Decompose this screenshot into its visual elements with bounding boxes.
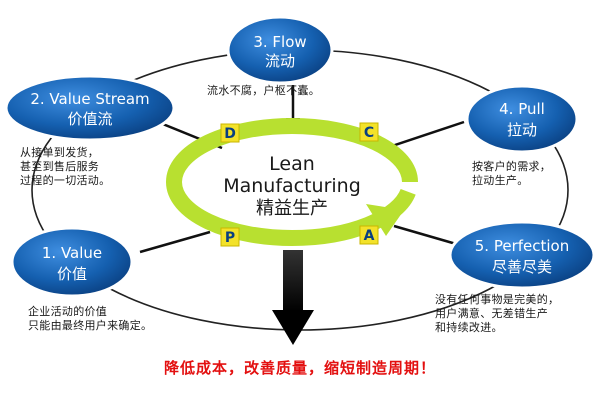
- svg-text:价值流: 价值流: [67, 110, 112, 128]
- perfection-desc-line: 和持续改进。: [435, 321, 503, 334]
- svg-text:2. Value Stream: 2. Value Stream: [30, 90, 149, 108]
- pdca-cycle-arrow: [166, 118, 418, 246]
- node-value: 1. Value 价值: [10, 226, 134, 298]
- connector-value: [139, 230, 211, 254]
- svg-text:D: D: [224, 126, 236, 142]
- pdca-a: A: [359, 225, 379, 245]
- svg-text:1. Value: 1. Value: [42, 244, 102, 262]
- node-pull: 4. Pull 拉动: [465, 84, 579, 154]
- value-stream-desc-line: 甚至到售后服务: [20, 160, 100, 173]
- svg-text:P: P: [225, 230, 235, 246]
- value-description: 企业活动的价值 只能由最终用户来确定。: [28, 305, 152, 333]
- value-desc-line: 只能由最终用户来确定。: [28, 319, 153, 332]
- pdca-d: D: [220, 123, 240, 143]
- bottom-slogan: 降低成本，改善质量，缩短制造周期！: [163, 359, 436, 377]
- svg-text:5. Perfection: 5. Perfection: [475, 237, 569, 255]
- node-perfection: 5. Perfection 尽善尽美: [448, 220, 596, 290]
- pull-desc-line: 按客户的需求，: [472, 160, 552, 173]
- pdca-arrow-head: [366, 204, 404, 236]
- value-stream-desc-line: 从接单到发货，: [20, 146, 100, 159]
- pull-desc-line: 拉动生产。: [472, 174, 529, 187]
- node-value-stream: 2. Value Stream 价值流: [4, 74, 176, 142]
- perfection-description: 没有任何事物是完美的， 用户满意、无差错生产 和持续改进。: [435, 293, 559, 335]
- svg-text:价值: 价值: [57, 265, 87, 283]
- flow-desc-line: 流水不腐，户枢不蠹。: [207, 84, 320, 97]
- flow-description: 流水不腐，户枢不蠹。: [207, 84, 320, 98]
- svg-text:尽善尽美: 尽善尽美: [492, 258, 552, 276]
- pull-description: 按客户的需求， 拉动生产。: [472, 160, 551, 188]
- svg-text:拉动: 拉动: [507, 121, 537, 139]
- perfection-desc-line: 没有任何事物是完美的，: [435, 293, 560, 306]
- result-arrow-shaft: [283, 250, 303, 312]
- svg-text:C: C: [364, 125, 374, 141]
- center-title-line2: Manufacturing: [223, 175, 361, 197]
- result-arrow-head: [272, 310, 314, 345]
- value-stream-desc-line: 过程的一切活动。: [20, 174, 111, 187]
- svg-text:4. Pull: 4. Pull: [499, 100, 545, 118]
- svg-text:A: A: [364, 228, 375, 244]
- pdca-p: P: [220, 227, 240, 247]
- node-flow: 3. Flow 流动: [226, 15, 334, 85]
- perfection-desc-line: 用户满意、无差错生产: [435, 307, 548, 320]
- center-title-line3: 精益生产: [256, 198, 328, 219]
- svg-text:3. Flow: 3. Flow: [253, 33, 306, 51]
- svg-text:流动: 流动: [265, 52, 295, 70]
- value-desc-line: 企业活动的价值: [28, 305, 108, 318]
- center-title-line1: Lean: [269, 153, 315, 175]
- value-stream-description: 从接单到发货， 甚至到售后服务 过程的一切活动。: [20, 146, 110, 188]
- pdca-c: C: [359, 122, 379, 142]
